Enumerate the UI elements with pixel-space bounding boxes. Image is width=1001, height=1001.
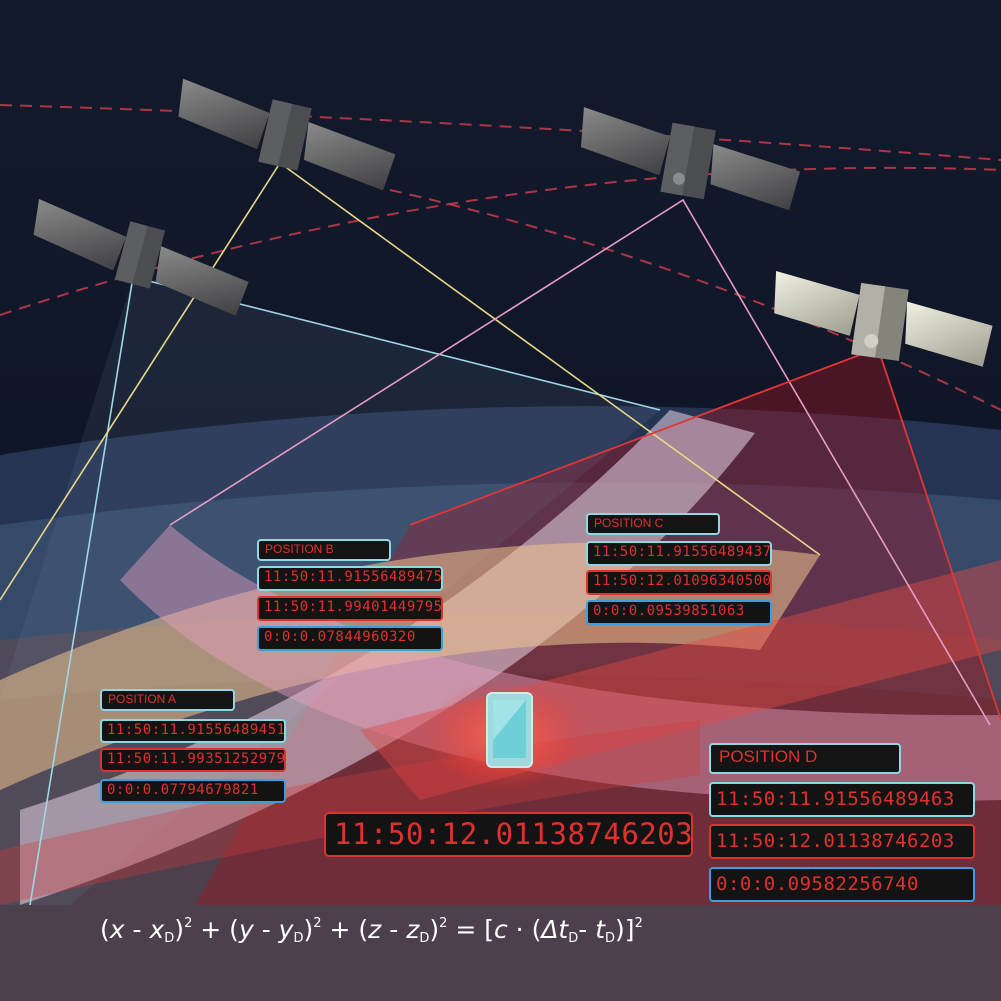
smartphone-icon (486, 692, 533, 768)
orbit-path (389, 189, 1001, 411)
orbit-path (0, 166, 1001, 316)
position-b-received-time: 11:50:11.99401449795 (257, 596, 443, 621)
position-c-delta-time: 0:0:0.09539851063 (586, 600, 772, 625)
position-a-label: POSITION A (100, 689, 235, 711)
satellite-c-icon (580, 107, 801, 211)
position-a-received-time: 11:50:11.99351252979 (100, 748, 286, 772)
distance-formula: (x - xD)2 + (y - yD)2 + (z - zD)2 = [c ·… (100, 915, 643, 946)
satellite-c-signal-line (169, 198, 991, 726)
satellite-b-icon (178, 78, 396, 191)
position-a-sent-time: 11:50:11.91556489451 (100, 719, 286, 743)
satellite-d-icon (774, 271, 993, 367)
position-a-delta-time: 0:0:0.07794679821 (100, 779, 286, 803)
position-d-sent-time: 11:50:11.91556489463 (709, 782, 975, 817)
position-d-delta-time: 0:0:0.09582256740 (709, 867, 975, 902)
position-b-label: POSITION B (257, 539, 391, 561)
position-c-received-time: 11:50:12.01096340500 (586, 570, 772, 595)
position-b-sent-time: 11:50:11.91556489475 (257, 566, 443, 591)
position-d-received-time: 11:50:12.01138746203 (709, 824, 975, 859)
position-d-label: POSITION D (709, 743, 901, 774)
satellite-a-icon (33, 198, 249, 316)
position-b-delta-time: 0:0:0.07844960320 (257, 626, 443, 651)
receiver-clock-readout: 11:50:12.01138746203 (324, 812, 693, 857)
satellite-c-wave-band (120, 525, 1001, 802)
orbit-path (0, 104, 1001, 161)
position-c-label: POSITION C (586, 513, 720, 535)
position-c-sent-time: 11:50:11.91556489437 (586, 541, 772, 566)
